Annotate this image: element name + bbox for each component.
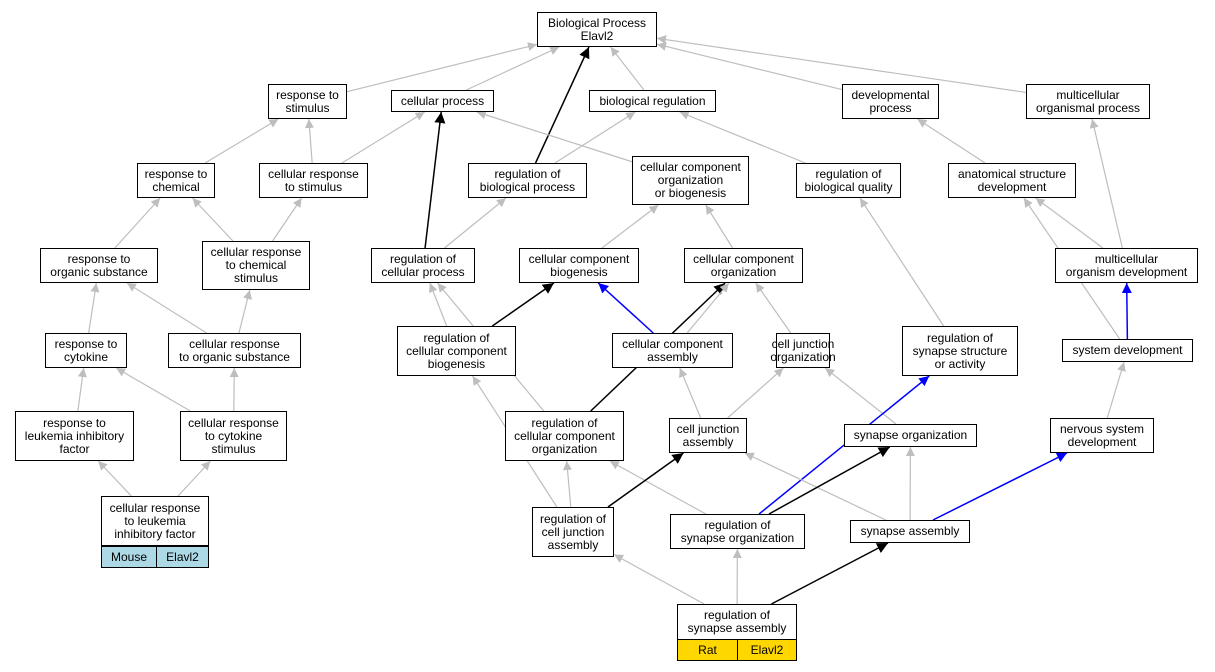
edge-cja-to-cca	[679, 367, 702, 419]
node-cellular-component-assembly[interactable]: cellular component assembly	[612, 333, 733, 368]
edge-ccob-to-cp	[476, 110, 633, 163]
node-multicellular-organismal-process[interactable]: multicellular organismal process	[1026, 84, 1150, 119]
edge-rcp-to-cp	[424, 111, 446, 249]
node-regulation-of-cellular-component-organization[interactable]: regulation of cellular component organiz…	[505, 411, 624, 461]
edge-rtcy-to-ros	[88, 282, 100, 334]
edge-rcja-to-cja	[607, 452, 684, 508]
edge-mod-to-mop	[1089, 118, 1123, 249]
node-response-to-stimulus[interactable]: response to stimulus	[268, 84, 347, 119]
edge-cca-to-ccb	[597, 282, 654, 334]
edge-sa-to-cja	[744, 452, 887, 521]
node-cellular-response-to-cytokine-stimulus[interactable]: cellular response to cytokine stimulus	[180, 411, 287, 461]
edge-cros-to-crcs	[238, 289, 252, 334]
edge-crcs-to-crs	[272, 197, 303, 242]
species-tag-mouse: Mouse	[101, 546, 157, 568]
edge-cja-to-cjo	[727, 367, 784, 419]
species-tag-rat: Rat	[677, 639, 738, 661]
node-anatomical-structure-development[interactable]: anatomical structure development	[948, 163, 1076, 198]
node-cellular-component-organization-or-biogenesis[interactable]: cellular component organization or bioge…	[632, 156, 749, 205]
edge-layer	[77, 35, 1132, 605]
node-nervous-system-development[interactable]: nervous system development	[1050, 418, 1154, 453]
edge-sd-to-mod	[1121, 282, 1132, 340]
edge-rbp-to-br	[554, 111, 636, 164]
node-regulation-of-synapse-structure-or-activity[interactable]: regulation of synapse structure or activ…	[902, 326, 1018, 376]
node-response-to-leukemia-inhibitory-factor[interactable]: response to leukemia inhibitory factor	[15, 411, 134, 461]
edge-rbq-to-br	[679, 111, 806, 164]
edge-rsa-to-sa	[771, 542, 889, 605]
node-cellular-response-to-stimulus[interactable]: cellular response to stimulus	[259, 163, 368, 198]
edge-rcja-to-rcco	[563, 460, 572, 508]
node-regulation-of-biological-process[interactable]: regulation of biological process	[468, 163, 587, 198]
node-multicellular-organism-development[interactable]: multicellular organism development	[1055, 248, 1198, 283]
edge-nsd-to-sd	[1106, 361, 1126, 419]
edge-ccb-to-ccob	[601, 204, 659, 249]
node-response-to-organic-substance[interactable]: response to organic substance	[40, 248, 158, 283]
edge-crcy-to-rtcy	[115, 367, 191, 412]
node-biological-regulation[interactable]: biological regulation	[589, 90, 716, 112]
node-regulation-of-synapse-assembly[interactable]: regulation of synapse assembly	[677, 604, 797, 640]
edge-mod-to-asd	[1035, 197, 1104, 249]
node-system-development[interactable]: system development	[1062, 339, 1193, 362]
gene-tag-mouse: Elavl2	[156, 546, 209, 568]
edge-crlif-to-crcy	[177, 460, 211, 497]
edge-br-to-bp	[610, 46, 645, 91]
edge-cros-to-ros	[126, 282, 207, 334]
edge-cp-to-bp	[466, 46, 560, 91]
node-synapse-assembly[interactable]: synapse assembly	[850, 520, 970, 543]
node-cellular-response-to-chemical-stimulus[interactable]: cellular response to chemical stimulus	[202, 241, 310, 290]
edge-cco-to-ccob	[705, 204, 734, 249]
node-cellular-process[interactable]: cellular process	[391, 90, 494, 112]
node-regulation-of-synapse-organization[interactable]: regulation of synapse organization	[670, 514, 805, 549]
node-regulation-of-cell-junction-assembly[interactable]: regulation of cell junction assembly	[532, 507, 614, 557]
edge-crlif-to-rlif	[97, 460, 132, 497]
node-cell-junction-assembly[interactable]: cell junction assembly	[669, 418, 747, 453]
edge-rso-to-rcco	[609, 460, 707, 515]
edge-rsa-to-rcja	[613, 553, 705, 605]
edge-crs-to-rts	[305, 118, 314, 164]
edge-rcp-to-rbp	[444, 197, 507, 249]
edge-crcs-to-rtc	[192, 197, 234, 242]
edge-rtc-to-rts	[204, 118, 279, 164]
node-cellular-response-to-leukemia-inhibitory-factor[interactable]: cellular response to leukemia inhibitory…	[101, 496, 209, 546]
node-regulation-of-cellular-component-biogenesis[interactable]: regulation of cellular component biogene…	[397, 326, 516, 376]
node-biological-process[interactable]: Biological Process Elavl2	[537, 12, 657, 47]
edge-rccb-to-rcp	[428, 282, 448, 327]
edge-sa-to-nsd	[932, 452, 1068, 521]
edge-cca-to-cco	[686, 282, 730, 334]
edge-asd-to-dp	[917, 118, 986, 164]
edge-crcy-to-cros	[229, 367, 239, 412]
edge-cjo-to-cco	[755, 282, 792, 334]
edge-crs-to-cp	[341, 111, 425, 164]
edge-so-to-cjo	[824, 367, 897, 425]
gene-tag-rat: Elavl2	[737, 639, 797, 661]
edge-rso-to-so	[768, 446, 891, 515]
edge-dp-to-bp	[656, 41, 843, 91]
node-cellular-component-organization[interactable]: cellular component organization	[684, 248, 803, 283]
edge-ros-to-rtc	[114, 197, 161, 249]
node-regulation-of-biological-quality[interactable]: regulation of biological quality	[796, 163, 901, 198]
edge-rccb-to-ccb	[491, 282, 555, 327]
node-cellular-component-biogenesis[interactable]: cellular component biogenesis	[519, 248, 639, 283]
node-cellular-response-to-organic-substance[interactable]: cellular response to organic substance	[168, 333, 301, 368]
edge-rbp-to-bp	[534, 46, 590, 164]
edge-mop-to-bp	[656, 35, 1027, 94]
node-response-to-cytokine[interactable]: response to cytokine	[45, 333, 127, 368]
node-regulation-of-cellular-process[interactable]: regulation of cellular process	[371, 248, 475, 283]
edge-rts-to-bp	[346, 42, 538, 93]
node-synapse-organization[interactable]: synapse organization	[844, 424, 977, 447]
node-developmental-process[interactable]: developmental process	[842, 84, 939, 119]
node-cell-junction-organization[interactable]: cell junction organization	[770, 333, 836, 368]
edge-rss-to-rbq	[859, 197, 945, 327]
node-response-to-chemical[interactable]: response to chemical	[137, 163, 215, 198]
edge-rlif-to-rtcy	[77, 367, 87, 412]
